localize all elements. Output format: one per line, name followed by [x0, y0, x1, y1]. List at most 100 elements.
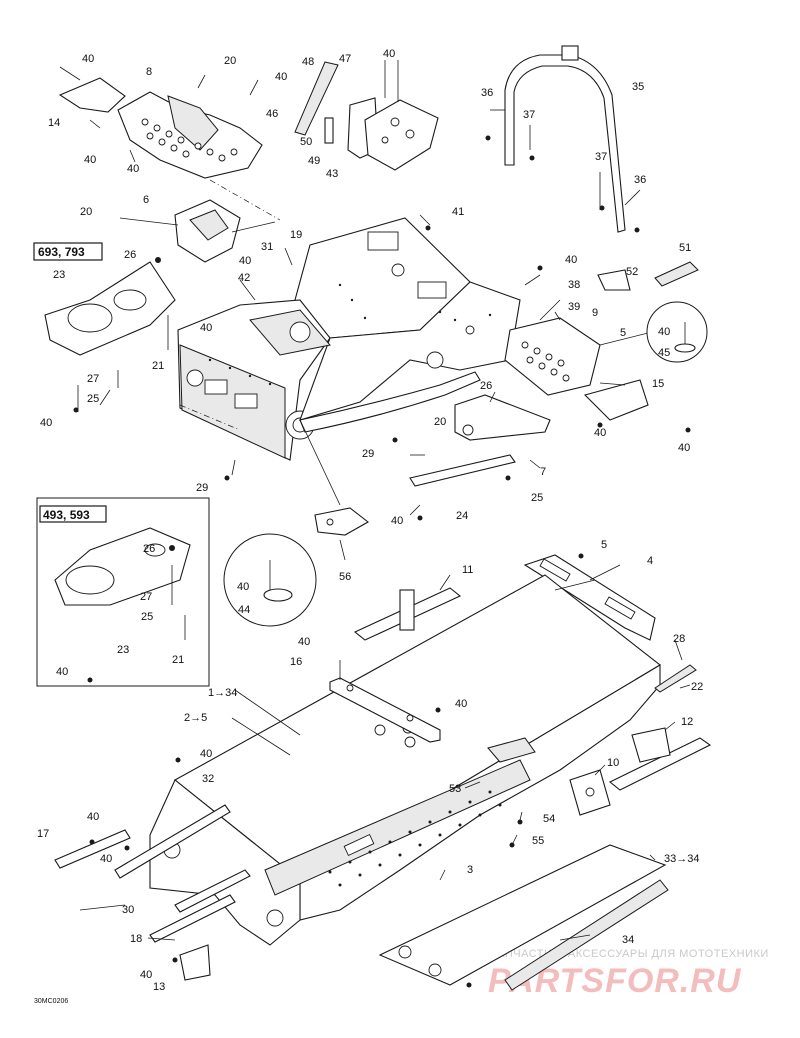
callout-40: 40	[239, 255, 251, 267]
callout-20: 20	[80, 206, 92, 218]
callout-32: 32	[202, 773, 214, 785]
callout-15: 15	[652, 378, 664, 390]
callout-40: 40	[100, 853, 112, 865]
callout-16: 16	[290, 656, 302, 668]
callout-19: 19	[290, 229, 302, 241]
callout-24: 24	[456, 510, 468, 522]
bracket-16	[329, 660, 441, 743]
callout-40: 40	[594, 427, 606, 439]
callout-37: 37	[523, 109, 535, 121]
watermark-tagline: ЗАПЧАСТИ И АКСЕССУАРЫ ДЛЯ МОТОТЕХНИКИ	[490, 948, 769, 960]
callout-22: 22	[691, 681, 703, 693]
callout-5: 5	[601, 539, 607, 551]
callout-20: 20	[224, 55, 236, 67]
callout-3: 3	[467, 864, 473, 876]
callout-25: 25	[87, 393, 99, 405]
callout-5: 5	[620, 327, 626, 339]
callout-26: 26	[480, 380, 492, 392]
callout-25: 25	[531, 492, 543, 504]
callout-55: 55	[532, 835, 544, 847]
variant-label-493-593: 493, 593	[43, 508, 90, 522]
callout-44: 44	[238, 604, 250, 616]
hinge-clips	[597, 261, 699, 291]
callout-40: 40	[200, 322, 212, 334]
callout-2-5: 2→5	[184, 712, 207, 724]
callout-50: 50	[300, 136, 312, 148]
bolt-markers	[73, 135, 691, 988]
callout-28: 28	[673, 633, 685, 645]
callout-40: 40	[84, 154, 96, 166]
callout-9: 9	[592, 307, 598, 319]
callout-40: 40	[237, 581, 249, 593]
callout-27: 27	[140, 591, 152, 603]
callout-7: 7	[540, 466, 546, 478]
panel-33-and-rail-34	[378, 844, 669, 991]
callout-12: 12	[681, 716, 693, 728]
callout-25: 25	[141, 611, 153, 623]
callout-26: 26	[143, 543, 155, 555]
belly-pan-693-793	[44, 257, 241, 431]
callout-13: 13	[153, 981, 165, 993]
callout-45: 45	[658, 347, 670, 359]
parts-28-22	[654, 664, 697, 693]
callout-18: 18	[130, 933, 142, 945]
callout-17: 17	[37, 828, 49, 840]
callout-1-34: 1→34	[208, 687, 237, 699]
callout-40: 40	[298, 636, 310, 648]
callout-26: 26	[124, 249, 136, 261]
callout-40: 40	[56, 666, 68, 678]
variant-tag-693-793	[33, 242, 103, 261]
detail-circle-44	[223, 533, 317, 627]
callout-31: 31	[261, 241, 273, 253]
callout-23: 23	[117, 644, 129, 656]
callout-20: 20	[434, 416, 446, 428]
callout-21: 21	[152, 360, 164, 372]
callout-40: 40	[383, 48, 395, 60]
detail-circle-45	[646, 301, 708, 363]
brace-and-rail	[409, 394, 551, 487]
callout-56: 56	[339, 571, 351, 583]
variant-label-693-793: 693, 793	[38, 245, 85, 259]
parts-12-10	[569, 727, 712, 816]
callout-11: 11	[462, 564, 473, 576]
callout-54: 54	[543, 813, 555, 825]
callout-49: 49	[308, 155, 320, 167]
left-rails	[54, 804, 251, 981]
callout-40: 40	[455, 698, 467, 710]
steering-support-assembly	[294, 60, 439, 171]
right-footrest-bracket	[504, 299, 661, 421]
callout-48: 48	[302, 56, 314, 68]
callout-40: 40	[391, 515, 403, 527]
callout-43: 43	[326, 168, 338, 180]
callout-30: 30	[122, 904, 134, 916]
callout-8: 8	[146, 66, 152, 78]
callout-27: 27	[87, 373, 99, 385]
callout-40: 40	[40, 417, 52, 429]
callout-42: 42	[238, 272, 250, 284]
callout-37: 37	[595, 151, 607, 163]
callout-35: 35	[632, 81, 644, 93]
callout-40: 40	[140, 969, 152, 981]
callout-40: 40	[127, 163, 139, 175]
callout-10: 10	[607, 757, 619, 769]
callout-40: 40	[87, 811, 99, 823]
callout-14: 14	[48, 117, 60, 129]
main-chassis-frame	[177, 217, 521, 461]
callout-39: 39	[568, 301, 580, 313]
callout-labels: 693, 793 493, 593 40 8 20 40 14 40 40 48…	[34, 48, 703, 1005]
callout-21: 21	[172, 654, 184, 666]
slide-rail-11	[353, 587, 462, 641]
front-bracket-assembly	[58, 66, 263, 179]
callout-40: 40	[82, 53, 94, 65]
callout-29: 29	[362, 448, 374, 460]
callout-40: 40	[565, 254, 577, 266]
callout-38: 38	[568, 279, 580, 291]
callout-29: 29	[196, 482, 208, 494]
callout-47: 47	[339, 53, 351, 65]
steering-arm-assembly	[119, 179, 281, 263]
callout-40: 40	[200, 748, 212, 760]
drawing-reference: 30MC0206	[34, 998, 68, 1005]
rear-handle-assembly	[490, 45, 641, 233]
callout-6: 6	[143, 194, 149, 206]
